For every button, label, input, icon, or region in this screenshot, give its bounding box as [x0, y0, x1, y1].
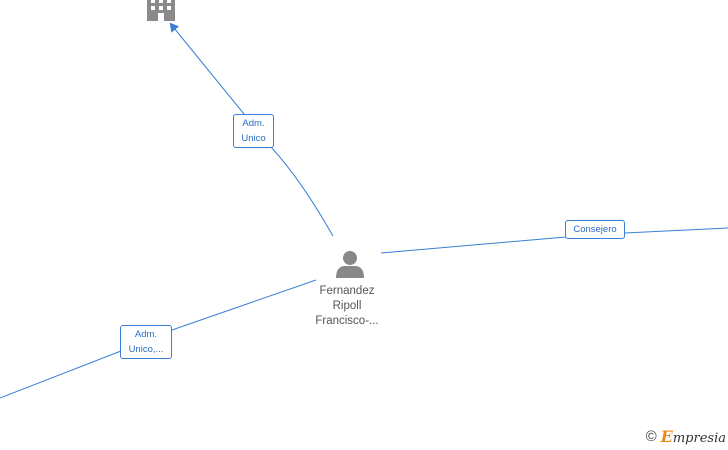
- edge-line-adm-unico-top: [169, 22, 334, 237]
- person-icon[interactable]: [335, 249, 365, 279]
- brand-logo: Empresia: [661, 427, 726, 446]
- edge-label-adm-unico-top[interactable]: Adm. Unico: [233, 114, 274, 148]
- person-name-line-2: Ripoll: [332, 300, 362, 312]
- copyright-icon: ©: [645, 428, 657, 445]
- edge-label-line: Unico,...: [128, 344, 164, 355]
- edge-label-adm-unico-left[interactable]: Adm. Unico,...: [120, 325, 172, 359]
- edge-label-line: Unico: [241, 133, 266, 144]
- brand-logo-text: mpresia: [672, 431, 726, 446]
- edge-label-line: Consejero: [573, 224, 617, 235]
- edge-label-line: Adm.: [242, 118, 265, 129]
- person-name-line-1: Fernandez: [319, 285, 375, 297]
- edge-line-adm-unico-left: [0, 279, 317, 399]
- brand-logo-initial: E: [660, 427, 673, 446]
- edge-label-line: Adm.: [134, 329, 158, 340]
- brand-watermark: © Empresia: [646, 427, 726, 446]
- edge-label-consejero-right[interactable]: Consejero: [565, 220, 625, 239]
- building-icon[interactable]: [145, 0, 177, 22]
- edge-line-consejero-right: [380, 227, 728, 254]
- person-name-line-3: Francisco-...: [315, 315, 379, 327]
- person-name[interactable]: Fernandez Ripoll Francisco-...: [292, 284, 402, 329]
